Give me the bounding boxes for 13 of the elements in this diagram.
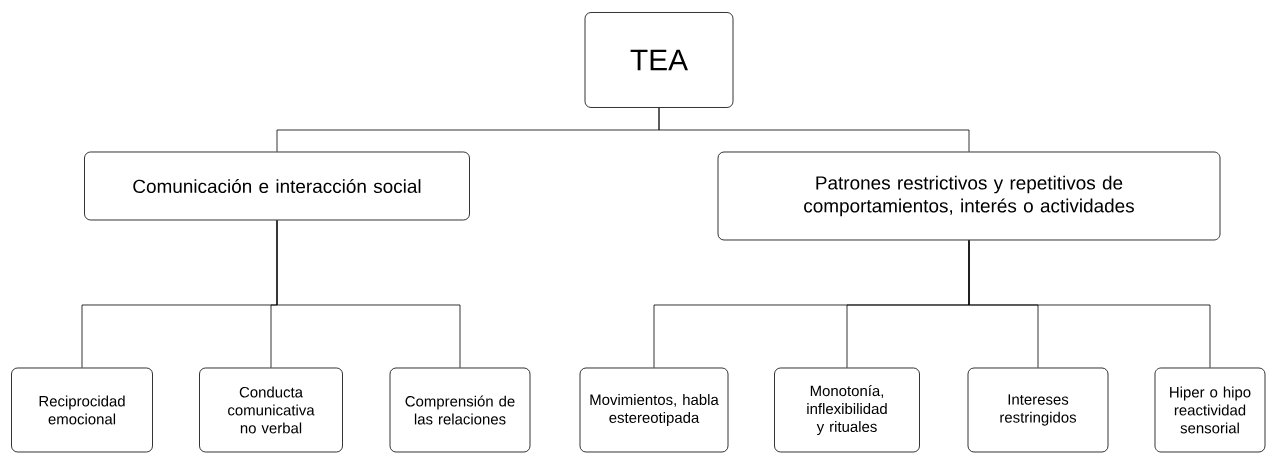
process-box: Movimientos, habla estereotipada	[579, 367, 729, 453]
process-box: Monotonía, inflexibilidad y rituales	[774, 367, 920, 453]
process-box: TEA	[584, 12, 734, 108]
process-box: Hiper o hipo reactividad sensorial	[1154, 367, 1266, 453]
connector-line	[968, 240, 1211, 368]
process-box: Intereses restringidos	[967, 367, 1109, 453]
connector-line	[276, 220, 461, 368]
process-box: Reciprocidad emocional	[11, 367, 153, 453]
process-box: Comprensión de las relaciones	[389, 367, 531, 453]
process-box: Comunicación e interacción social	[84, 151, 470, 221]
process-box: Patrones restrictivos y repetitivos de comportamientos, interés o actividades	[717, 151, 1221, 241]
connector-line	[658, 107, 970, 152]
process-box: Conducta comunicativa no verbal	[199, 367, 343, 453]
